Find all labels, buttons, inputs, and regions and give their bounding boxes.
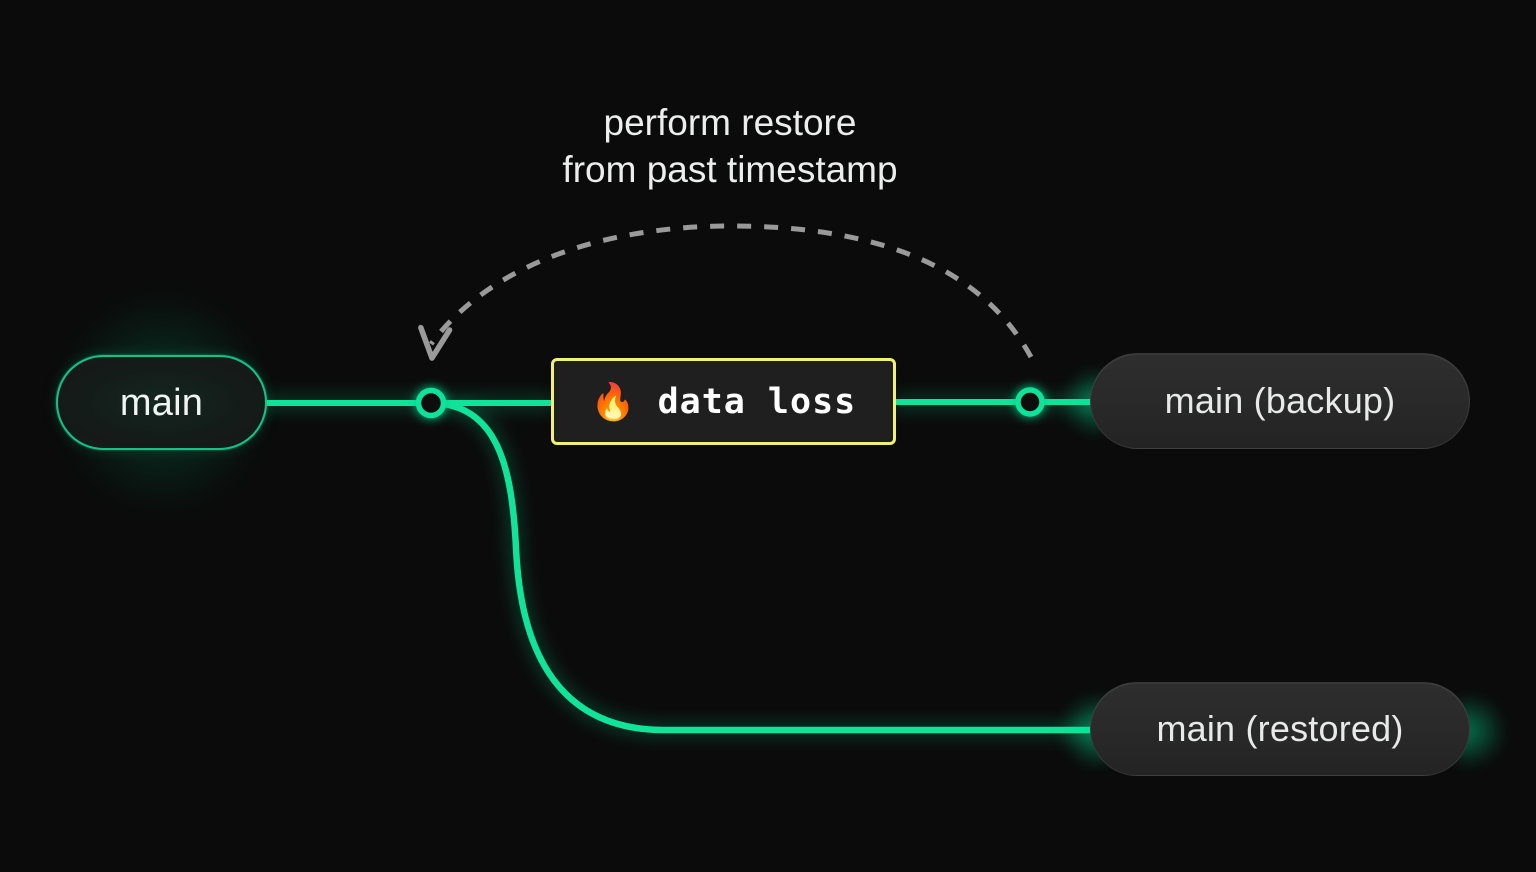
node-main-backup-label: main (backup) <box>1164 380 1396 421</box>
node-data-loss[interactable]: 🔥 data loss <box>551 358 896 445</box>
restore-arrowhead-icon <box>418 324 453 361</box>
node-main-restored-label: main (restored) <box>1156 708 1404 749</box>
edge-junction-to-restored <box>427 399 1098 734</box>
node-data-loss-label: data loss <box>657 381 857 422</box>
edge-glow-group <box>262 399 1094 734</box>
backup-point-dot[interactable] <box>1015 387 1045 417</box>
node-main-restored[interactable]: main (restored) <box>1090 682 1470 776</box>
node-main-backup[interactable]: main (backup) <box>1090 353 1470 449</box>
restore-arrow-path <box>428 223 1034 359</box>
restore-caption: perform restore from past timestamp <box>562 102 898 190</box>
node-main-label: main <box>119 381 204 424</box>
fire-emoji: 🔥 <box>590 380 636 422</box>
node-main[interactable]: main <box>56 355 267 450</box>
branch-point-dot[interactable] <box>415 387 447 419</box>
